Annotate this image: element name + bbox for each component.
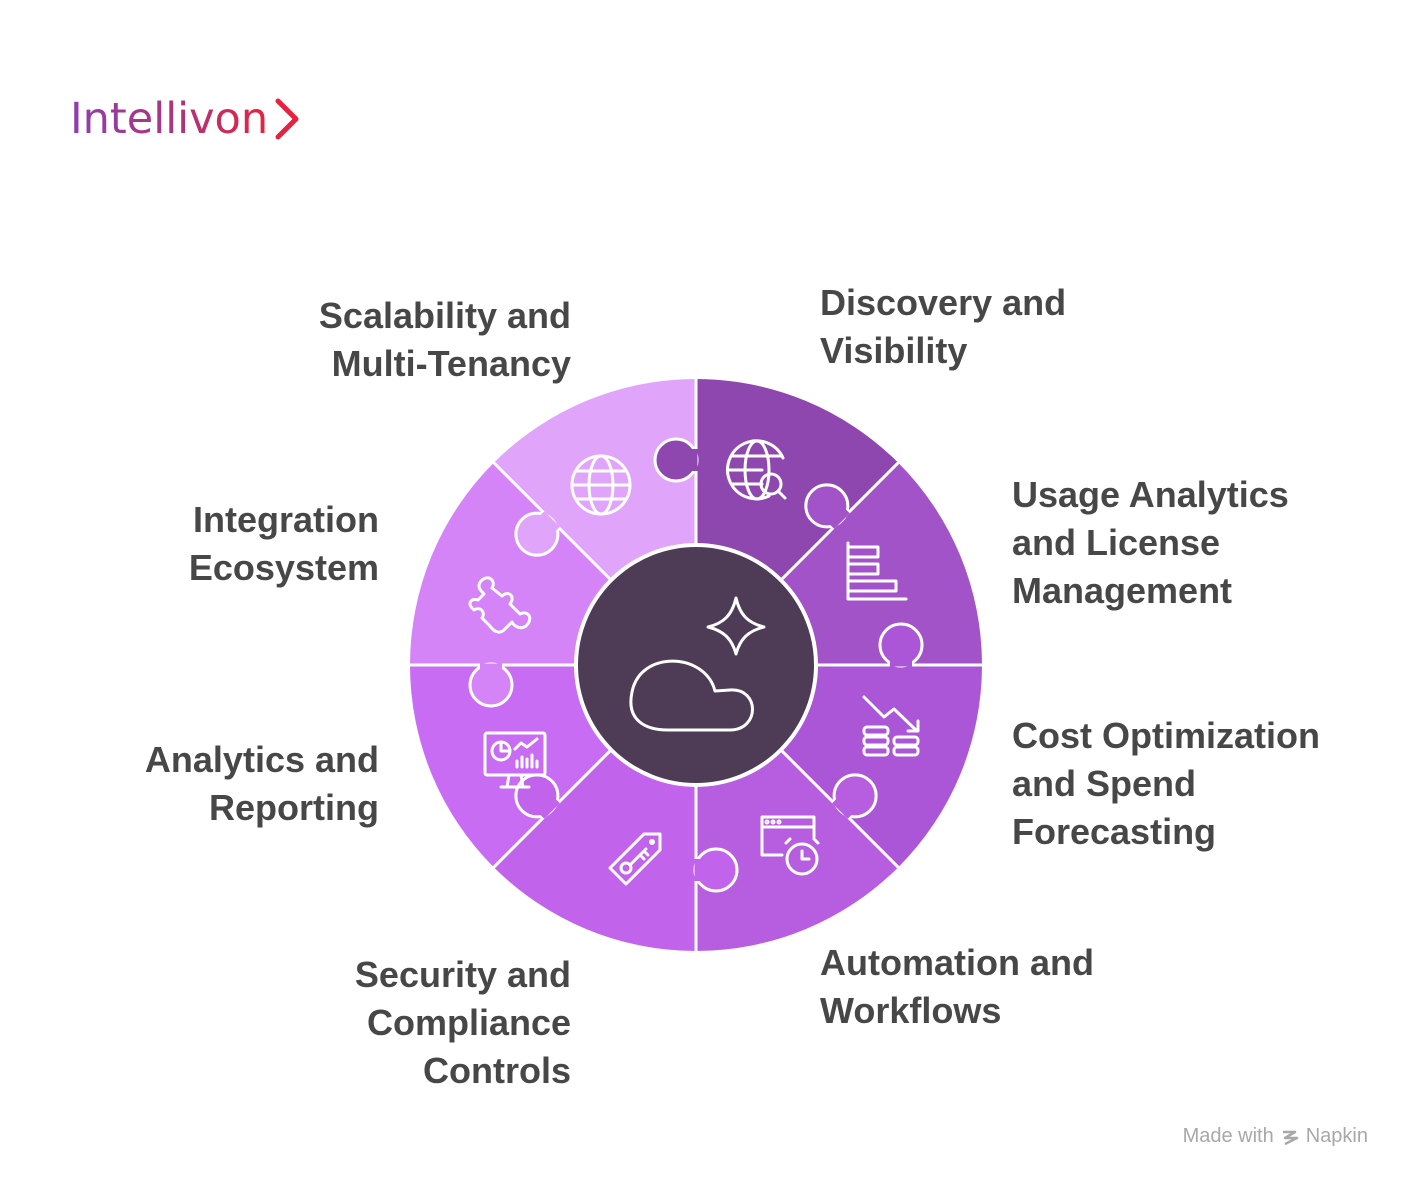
footer-attribution: Made with Napkin	[1183, 1125, 1368, 1148]
globe-search-icon	[726, 439, 787, 501]
knob-neck	[539, 511, 560, 532]
knob-neck	[829, 508, 850, 529]
key-tag-icon	[608, 832, 662, 886]
monitor-dashboard-icon	[483, 731, 547, 789]
brand-logo: Intellivon	[70, 94, 302, 144]
globe-icon	[570, 454, 632, 516]
center-hub	[574, 543, 818, 787]
cloud-sparkle-icon	[629, 596, 766, 732]
knob-neck	[539, 798, 560, 819]
chevron-right-icon	[275, 98, 299, 140]
made-with-text: Made with	[1182, 1125, 1274, 1147]
coins-trend-down-icon	[862, 695, 920, 757]
knob-neck	[832, 798, 853, 819]
napkin-logo-icon	[1282, 1130, 1298, 1145]
window-clock-icon	[760, 815, 820, 876]
puzzle-icon	[468, 576, 532, 634]
napkin-brand: Napkin	[1305, 1125, 1368, 1147]
bar-chart-icon	[846, 541, 908, 601]
brand-name: Intellivon	[70, 94, 269, 144]
